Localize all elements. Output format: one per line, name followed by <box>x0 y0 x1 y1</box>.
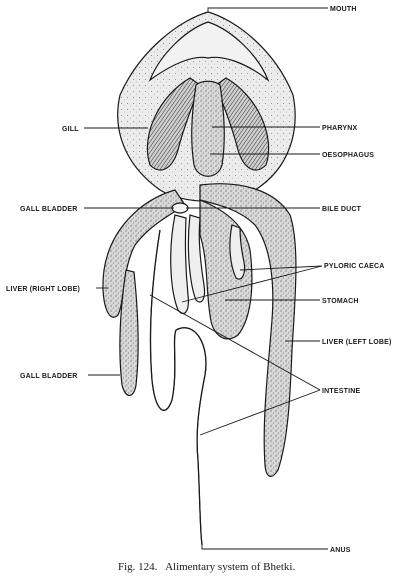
label-liver-left-lobe: LIVER (LEFT LOBE) <box>322 339 392 346</box>
label-stomach: STOMACH <box>322 298 359 305</box>
label-pyloric-caeca: PYLORIC CAECA <box>324 263 385 270</box>
gill-left <box>146 77 201 171</box>
label-gall-bladder-bottom: GALL BLADDER <box>20 373 78 380</box>
label-gall-bladder-top: GALL BLADDER <box>20 206 78 213</box>
liver-left-lobe <box>199 183 297 477</box>
leader-lines <box>84 7 328 550</box>
gall-bladder-bottom <box>119 269 139 397</box>
label-intestine: INTESTINE <box>322 388 360 395</box>
label-anus: ANUS <box>330 547 351 554</box>
label-liver-right-lobe: LIVER (RIGHT LOBE) <box>6 286 80 293</box>
gill-right <box>215 77 270 171</box>
label-pharynx: PHARYNX <box>322 125 357 132</box>
pharynx <box>191 80 225 177</box>
gall-bladder-top <box>171 202 189 214</box>
label-oesophagus: OESOPHAGUS <box>322 152 374 159</box>
label-mouth: MOUTH <box>330 6 357 13</box>
labels: MOUTH GILL PHARYNX OESOPHAGUS GALL BLADD… <box>6 6 392 554</box>
label-gill: GILL <box>62 126 79 133</box>
figure-caption: Fig. 124. Alimentary system of Bhetki. <box>118 561 295 573</box>
label-bile-duct: BILE DUCT <box>322 206 362 213</box>
pyloric-caeca <box>170 214 246 315</box>
intestine <box>149 229 207 546</box>
